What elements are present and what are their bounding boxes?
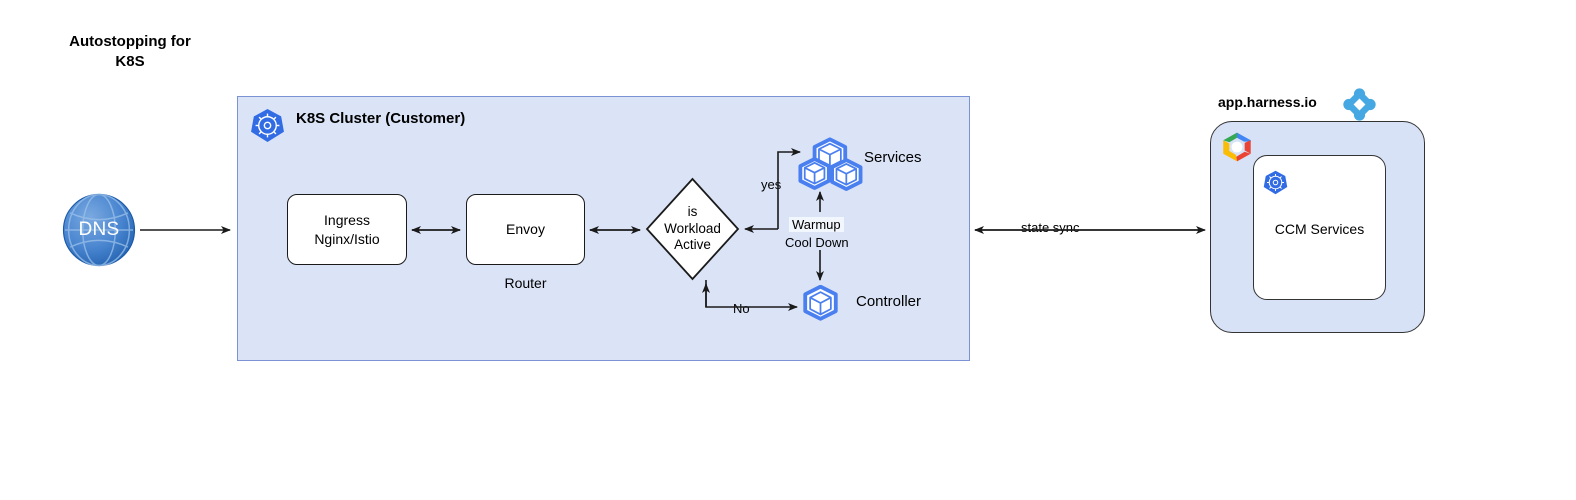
warmup-label: Warmup — [789, 217, 844, 232]
envoy-node[interactable]: Envoy — [466, 194, 585, 265]
ccm-services-label: CCM Services — [1274, 221, 1365, 237]
edge-label-yes: yes — [761, 177, 782, 192]
services-icon[interactable] — [798, 136, 864, 194]
diamond-shape — [645, 177, 740, 281]
decision-node[interactable]: is Workload Active — [645, 177, 740, 281]
decision-label: is Workload Active — [664, 203, 721, 253]
dns-label: DNS — [78, 219, 120, 240]
services-label: Services — [864, 149, 922, 166]
globe-icon — [62, 193, 136, 267]
cluster-title: K8S Cluster (Customer) — [296, 110, 466, 127]
cooldown-label: Cool Down — [785, 235, 849, 250]
router-caption: Router — [504, 275, 547, 291]
controller-icon[interactable] — [801, 285, 840, 321]
harness-url-label: app.harness.io — [1218, 94, 1317, 110]
page-title: Autostopping for K8S — [69, 33, 191, 71]
kubernetes-icon — [251, 109, 284, 142]
harness-logo-icon — [1343, 88, 1376, 121]
controller-label: Controller — [856, 293, 922, 310]
ingress-node[interactable]: Ingress Nginx/Istio — [287, 194, 407, 265]
google-cloud-icon — [1223, 132, 1251, 162]
edge-label-no: No — [733, 301, 750, 316]
kubernetes-icon — [1263, 170, 1288, 195]
state-sync-label: state sync — [1019, 220, 1082, 235]
